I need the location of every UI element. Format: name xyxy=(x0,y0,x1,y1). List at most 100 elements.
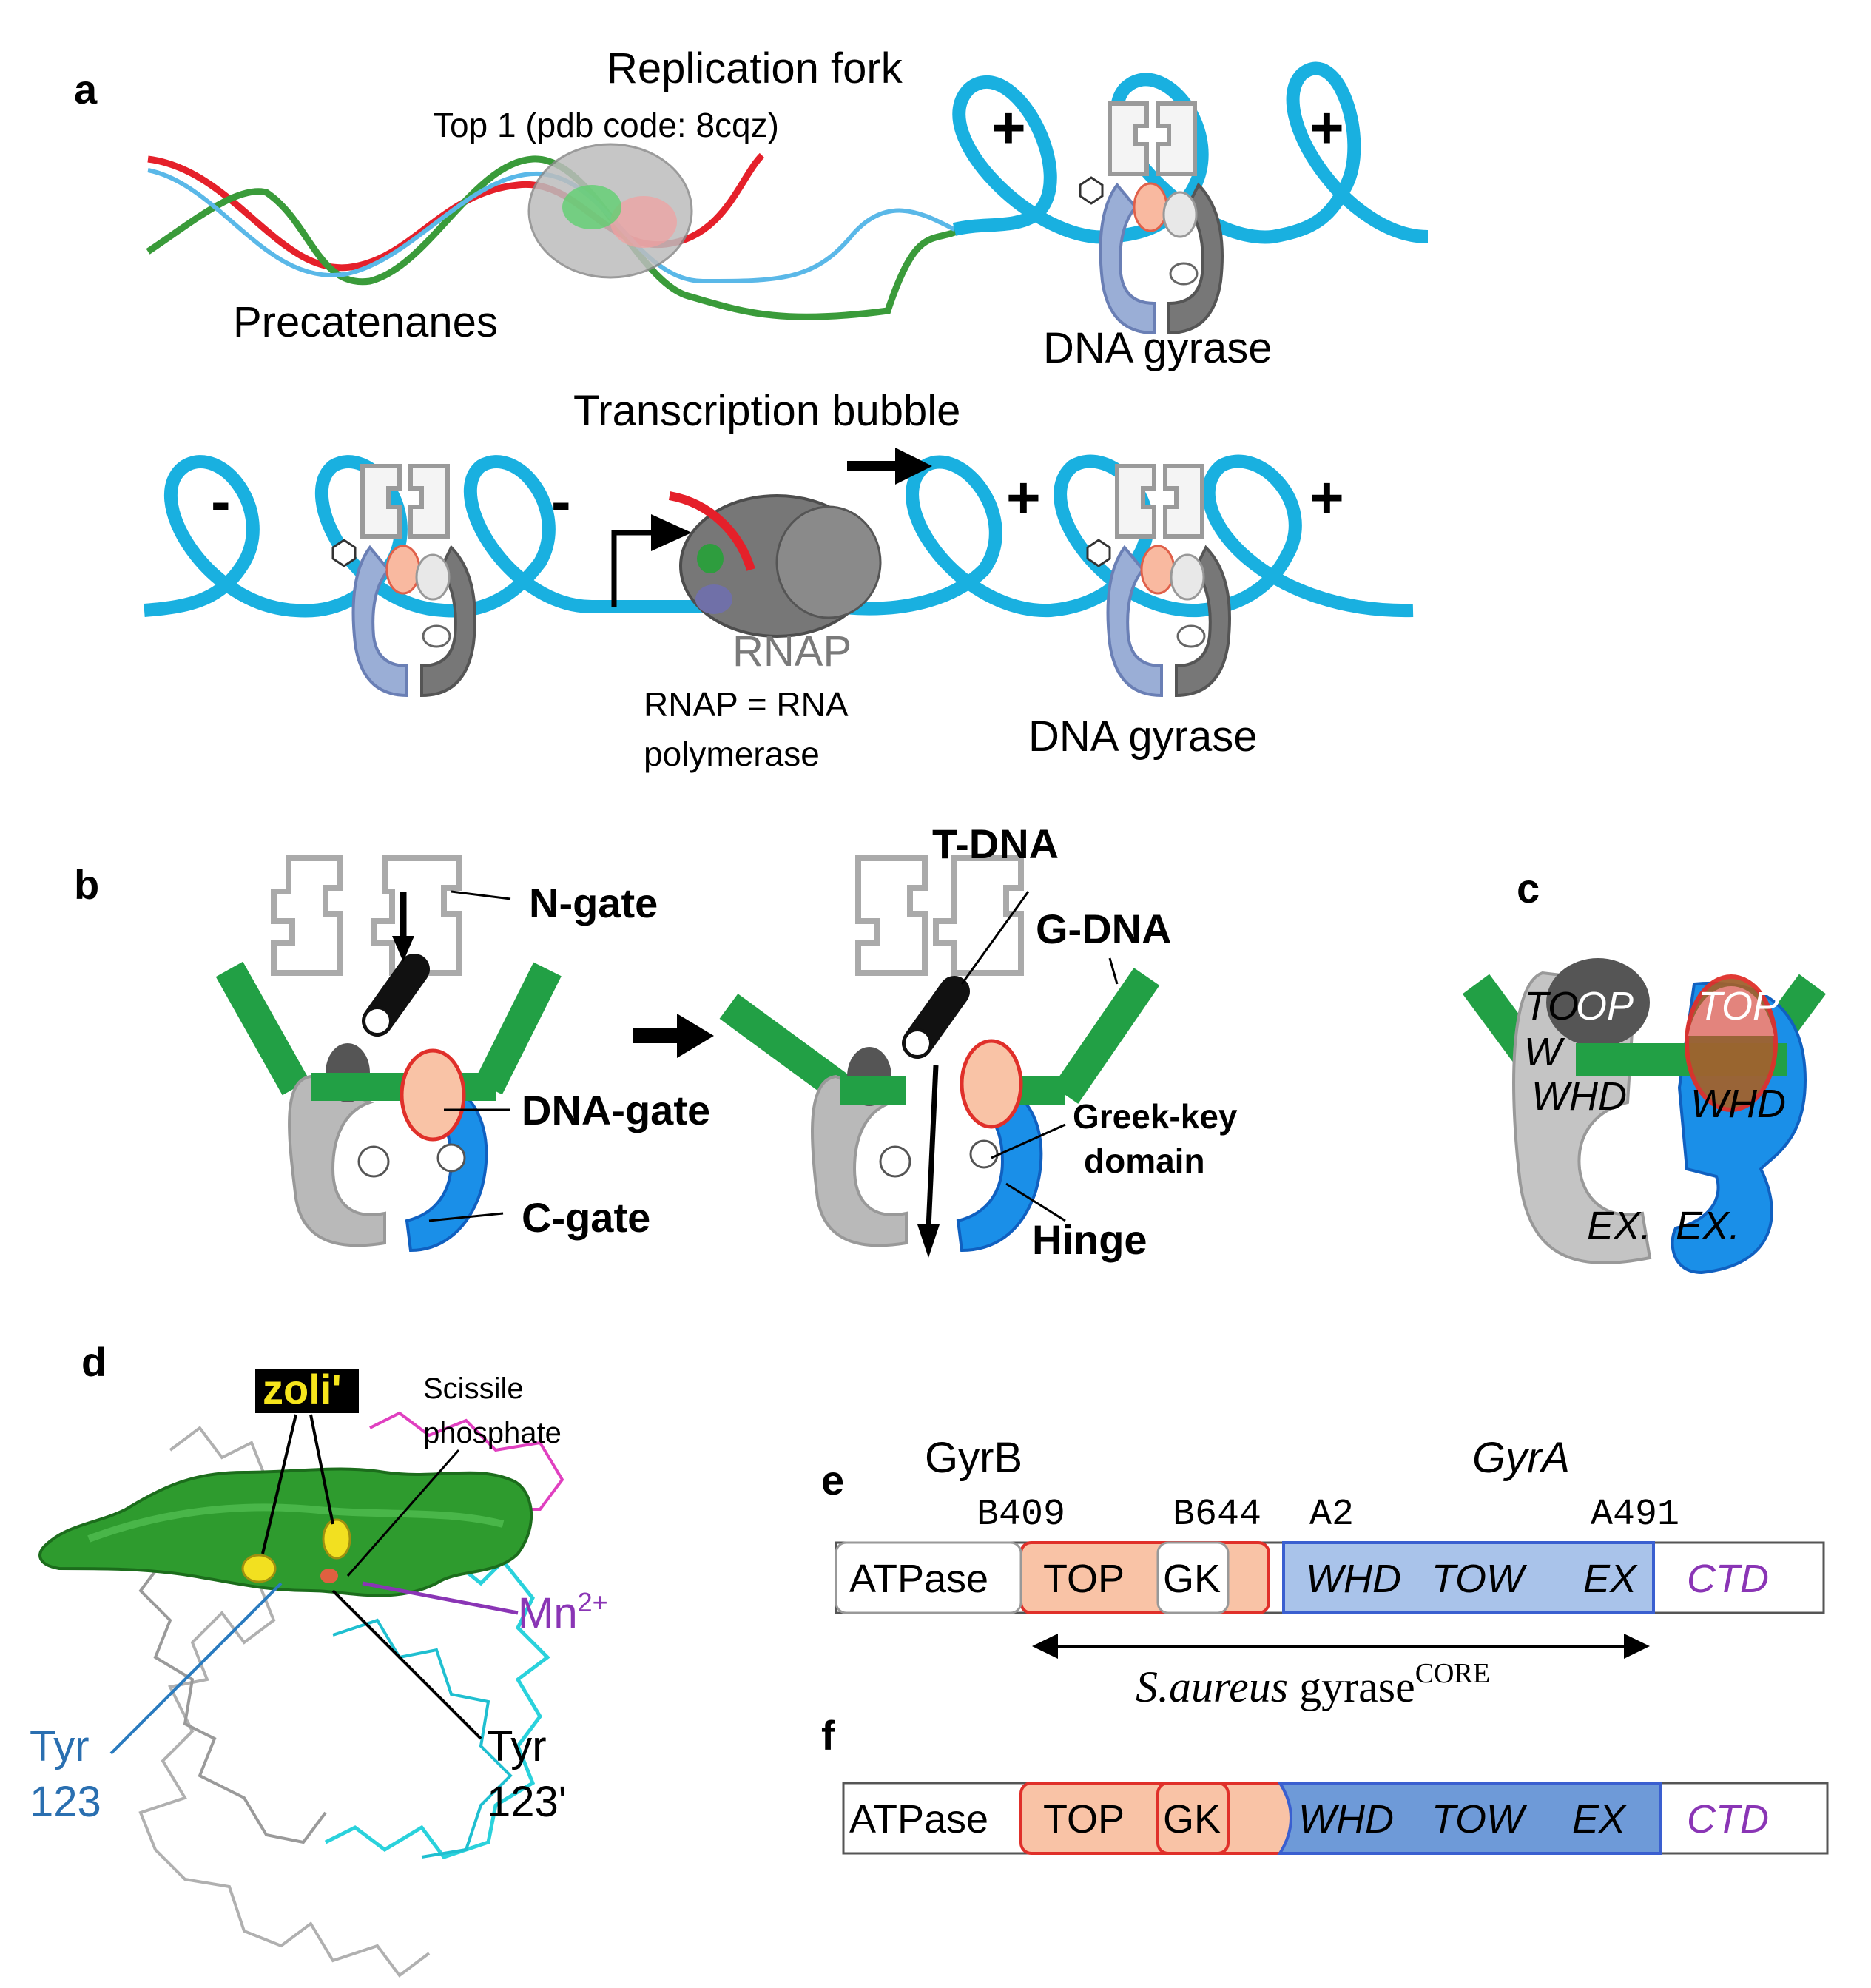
n-gate-leader xyxy=(451,890,511,900)
rnap-definition-line1: RNAP = RNA xyxy=(644,685,849,724)
gyrase-t-dna-transport-state xyxy=(719,855,1160,1258)
gyra-label: GyrA xyxy=(1472,1434,1570,1482)
core-span-arrowhead-left xyxy=(1032,1634,1058,1659)
e-atpase: ATPase xyxy=(849,1557,988,1601)
hinge-leader xyxy=(1005,1182,1066,1222)
c-whd-left-label: WHD xyxy=(1531,1074,1627,1119)
minus-sign-1: - xyxy=(211,468,231,534)
dna-plus-supercoil-bottom xyxy=(835,454,1414,618)
f-whd: WHD xyxy=(1298,1797,1394,1842)
panel-label-b: b xyxy=(74,861,99,908)
transcription-bubble-label: Transcription bubble xyxy=(573,387,960,435)
residue-a491: A491 xyxy=(1591,1494,1679,1536)
replication-fork-label: Replication fork xyxy=(607,44,903,92)
gyrb-label: GyrB xyxy=(925,1434,1022,1482)
e-top: TOP xyxy=(1043,1557,1125,1601)
tyr-123-prime-label-line1: Tyr xyxy=(487,1722,547,1770)
dna-gate-label: DNA-gate xyxy=(522,1087,710,1133)
core-superscript: CORE xyxy=(1415,1658,1490,1689)
mn-superscript: 2+ xyxy=(578,1587,608,1617)
scissile-leader xyxy=(346,1449,460,1577)
saureus-gyrase-core-label: S.aureus gyraseCORE xyxy=(1136,1658,1490,1711)
mn-label: Mn2+ xyxy=(518,1587,608,1637)
t-dna-label: T-DNA xyxy=(932,821,1059,867)
mn-leader xyxy=(362,1581,519,1615)
rna-transcript xyxy=(668,491,755,571)
zoli-leader-2 xyxy=(309,1414,334,1525)
c-gate-leader xyxy=(428,1212,504,1222)
n-gate-label: N-gate xyxy=(529,880,658,926)
strand-red xyxy=(147,152,765,272)
f-ctd: CTD xyxy=(1687,1797,1769,1842)
gyrase-domain-schematic xyxy=(1462,958,1827,1275)
c-ex-right-label: EX. xyxy=(1676,1204,1740,1248)
gyrase-structure-ribbon xyxy=(38,1411,564,1978)
f-atpase: ATPase xyxy=(849,1797,988,1842)
f-gk: GK xyxy=(1163,1797,1221,1842)
core-span-arrowhead-right xyxy=(1624,1634,1650,1659)
plus-sign-2: + xyxy=(1309,95,1344,161)
f-top: TOP xyxy=(1043,1797,1125,1842)
transcription-arrowhead xyxy=(895,448,932,485)
c-gate-label: C-gate xyxy=(522,1194,650,1241)
tyr-123-prime-label-line2: 123' xyxy=(487,1778,567,1826)
dna-gyrase-label-top: DNA gyrase xyxy=(1043,324,1272,372)
domain-bar-e xyxy=(835,1541,1825,1614)
e-ex: EX xyxy=(1583,1557,1638,1601)
panel-label-d: d xyxy=(81,1338,107,1385)
promoter-arrow xyxy=(611,530,651,607)
minus-sign-2: - xyxy=(551,468,571,534)
rnap-green-patch xyxy=(697,544,724,573)
residue-b409: B409 xyxy=(977,1494,1065,1536)
gyrase-n-gate-closed-state xyxy=(215,855,562,1253)
tyr-123-label-line2: 123 xyxy=(30,1778,101,1826)
f-ex: EX xyxy=(1572,1797,1627,1842)
scissile-label-line1: Scissile xyxy=(423,1372,524,1405)
top1-label: Top 1 (pdb code: 8cqz) xyxy=(433,106,779,144)
panel-label-f: f xyxy=(821,1712,835,1759)
rnap-blue-patch xyxy=(695,584,732,614)
c-ex-left-label: EX. xyxy=(1587,1204,1651,1248)
greek-key-leader xyxy=(991,1123,1066,1159)
plus-sign-4: + xyxy=(1309,465,1344,530)
gyrase-cartoon-lower-left xyxy=(333,466,475,695)
residue-a2: A2 xyxy=(1309,1494,1354,1536)
greek-key-label-line2: domain xyxy=(1084,1142,1205,1180)
state-transition-arrowhead xyxy=(677,1014,714,1058)
e-gk: GK xyxy=(1163,1557,1221,1601)
c-whd-right-label: WHD xyxy=(1690,1082,1786,1126)
panel-label-a: a xyxy=(74,66,98,112)
rnap-definition-line2: polymerase xyxy=(644,735,820,773)
g-dna-label: G-DNA xyxy=(1036,906,1172,952)
t-dna-leader xyxy=(960,891,1030,985)
saureus-italic: S.aureus xyxy=(1136,1662,1288,1711)
dna-plus-supercoil-top xyxy=(952,61,1429,244)
e-tow: TOW xyxy=(1432,1557,1528,1601)
promoter-arrowhead xyxy=(651,514,692,551)
e-whd: WHD xyxy=(1306,1557,1401,1601)
f-tow: TOW xyxy=(1432,1797,1528,1842)
rnap-label: RNAP xyxy=(732,627,852,675)
zoli-label: zoli' xyxy=(263,1366,342,1412)
c-to-label: TO xyxy=(1524,984,1579,1028)
g-dna-leader xyxy=(1108,957,1119,985)
c-w-label: W xyxy=(1524,1030,1565,1074)
dna-gyrase-label-bottom: DNA gyrase xyxy=(1028,712,1257,761)
greek-key-label-line1: Greek-key xyxy=(1073,1097,1238,1136)
c-top-label: TOP xyxy=(1698,984,1779,1028)
top1-green-patch xyxy=(562,185,621,229)
strand-green xyxy=(146,155,964,320)
rnap-lobe xyxy=(775,505,882,619)
tyr-123-prime-leader xyxy=(331,1589,482,1740)
panel-label-e: e xyxy=(821,1457,844,1503)
c-op-label: OP xyxy=(1576,984,1634,1028)
domain-bar-f xyxy=(842,1782,1829,1855)
plus-sign-1: + xyxy=(991,95,1026,161)
top1-red-patch xyxy=(610,196,677,248)
tyr-123-label-line1: Tyr xyxy=(30,1722,90,1770)
zoli-label-bg xyxy=(255,1369,359,1413)
panel-label-c: c xyxy=(1517,865,1540,912)
tyr-123-leader xyxy=(109,1582,283,1755)
scissile-label-line2: phosphate xyxy=(423,1417,562,1449)
